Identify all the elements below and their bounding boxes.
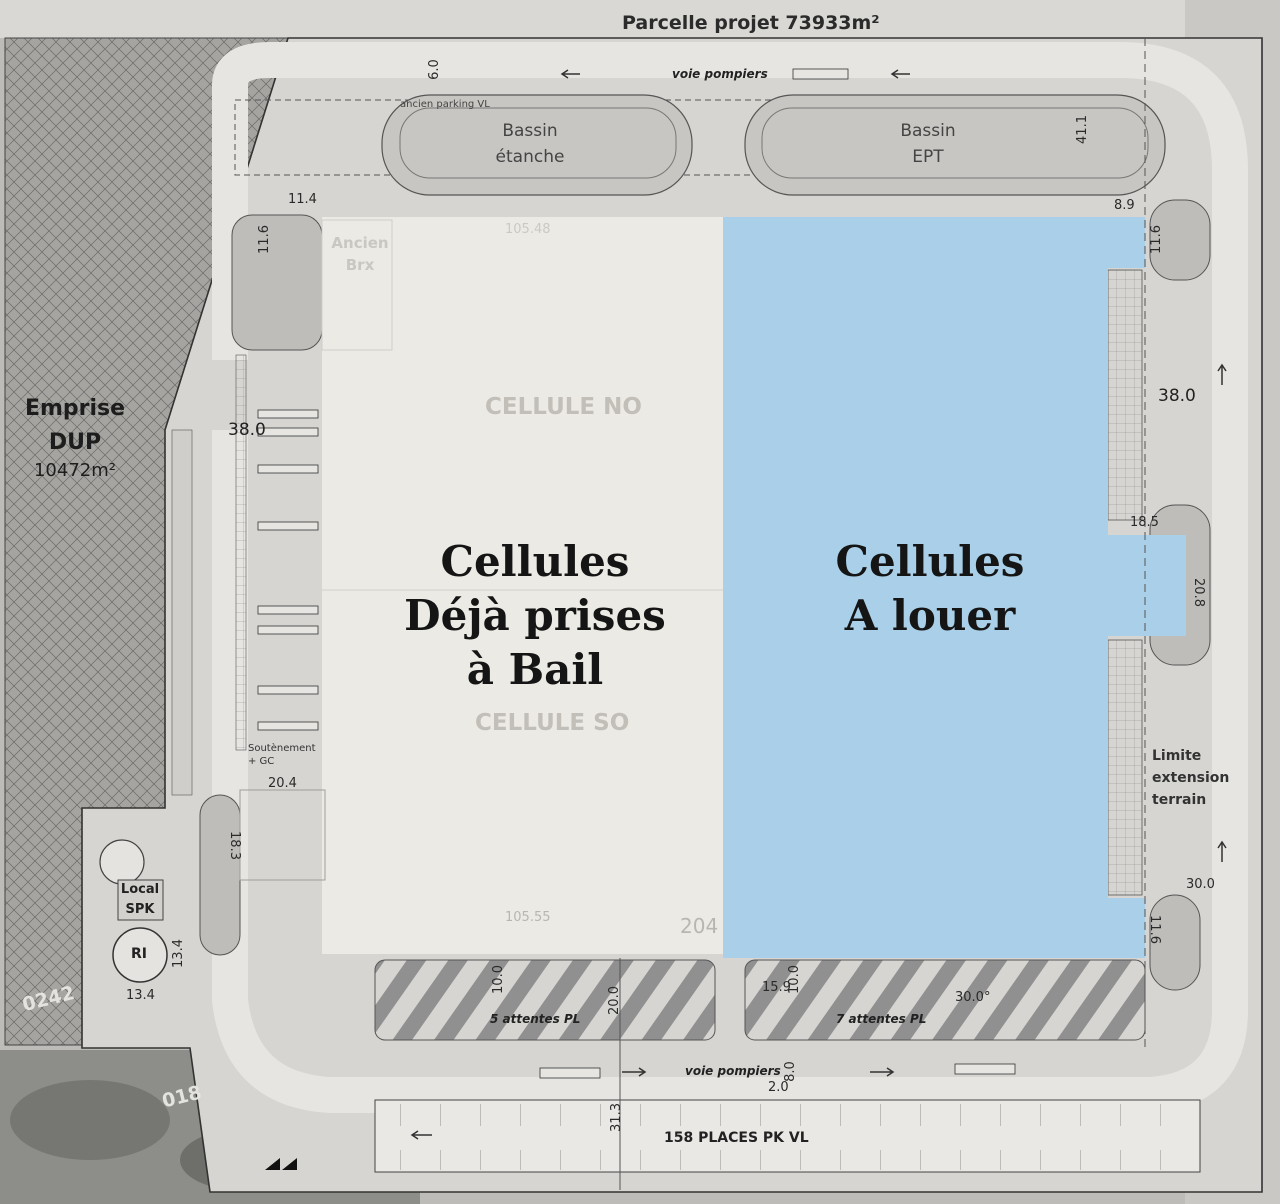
ancien-brx-line2: Brx <box>345 256 375 274</box>
dim-20-4: 20.4 <box>268 776 297 791</box>
cells-leased <box>322 217 723 954</box>
dim-6-0: 6.0 <box>426 59 442 80</box>
dim-105-48: 105.48 <box>505 222 551 237</box>
dim-15-9: 15.9 <box>762 980 791 995</box>
parking-label: 158 PLACES PK VL <box>664 1130 809 1146</box>
basin-ept-line2: EPT <box>912 147 944 167</box>
cells-to-rent <box>723 217 1186 958</box>
dim-31-3: 31.3 <box>608 1103 624 1132</box>
cells-leased-line2: Déjà prises <box>404 591 666 640</box>
basin-etanche-line1: Bassin <box>502 121 558 141</box>
retaining-wall-line1: Soutènement <box>248 743 316 754</box>
basin-ept <box>744 94 1166 196</box>
dim-38-0-left: 38.0 <box>228 420 266 440</box>
limit-extension-line3: terrain <box>1152 792 1207 808</box>
dim-2-0: 2.0 <box>768 1080 789 1095</box>
ri-tank <box>112 927 168 983</box>
dim-10-0b: 10.0 <box>786 965 802 994</box>
ancien-brx-line1: Ancien <box>331 234 389 252</box>
dim-20-8: 20.8 <box>1190 578 1206 607</box>
dim-30-0: 30.0 <box>1186 877 1215 892</box>
local-spk-label: Local SPK <box>110 880 170 920</box>
basin-etanche <box>381 94 693 196</box>
dim-11-4: 11.4 <box>288 192 317 207</box>
ancien-brx-label: Ancien Brx <box>330 232 390 276</box>
dim-41-1: 41.1 <box>1074 115 1090 144</box>
cells-leased-line3: à Bail <box>466 645 604 694</box>
dim-105-55: 105.55 <box>505 910 551 925</box>
dim-8-0: 8.0 <box>782 1061 798 1082</box>
dim-30-deg: 30.0° <box>955 990 991 1005</box>
cell-no-ghost: CELLULE NO <box>485 394 642 420</box>
dup-area: 10472m² <box>33 460 116 481</box>
dim-18-3: 18.3 <box>226 831 242 860</box>
dup-title-line2: DUP <box>48 430 102 455</box>
truck-waits-left: 5 attentes PL <box>490 1012 581 1026</box>
cells-to-rent-label: Cellules A louer <box>780 535 1080 643</box>
local-spk-line2: SPK <box>125 902 155 917</box>
old-parking-label: ancien parking VL <box>400 99 490 110</box>
dim-13-4b: 13.4 <box>126 988 155 1003</box>
cells-leased-line1: Cellules <box>440 537 630 586</box>
basin-etanche-line2: étanche <box>495 147 565 167</box>
dim-11-6a: 11.6 <box>256 225 272 254</box>
truck-waits-right: 7 attentes PL <box>836 1012 927 1026</box>
dup-title-line1: Emprise <box>24 396 126 421</box>
cell-so-ghost: CELLULE SO <box>475 710 630 736</box>
dim-11-6c: 11.6 <box>1146 915 1162 944</box>
dim-10-0a: 10.0 <box>490 965 506 994</box>
parcel-title: Parcelle projet 73933m² <box>622 12 880 34</box>
dim-20-0: 20.0 <box>606 986 622 1015</box>
local-spk-line1: Local <box>120 882 160 897</box>
limit-extension-line2: extension <box>1152 770 1230 786</box>
cells-leased-label: Cellules Déjà prises à Bail <box>380 535 690 697</box>
dim-38-0-right: 38.0 <box>1158 386 1196 406</box>
basin-ept-line1: Bassin <box>900 121 956 141</box>
retaining-wall-label: Soutènement + GC <box>248 742 316 768</box>
dim-8-9: 8.9 <box>1114 198 1135 213</box>
limit-extension-line1: Limite <box>1152 748 1202 764</box>
limit-extension-label: Limite extension terrain <box>1152 745 1229 811</box>
dim-18-5: 18.5 <box>1130 515 1159 530</box>
retaining-wall-line2: + GC <box>248 756 275 767</box>
dim-11-6b: 11.6 <box>1148 225 1164 254</box>
dim-204: 204 <box>680 914 719 938</box>
fire-lane-top: voie pompiers <box>672 67 768 81</box>
cells-to-rent-line1: Cellules <box>835 537 1025 586</box>
dup-label: Emprise DUP 10472m² <box>20 392 130 481</box>
cells-to-rent-line2: A louer <box>844 591 1016 640</box>
basin-ept-label: Bassin EPT <box>868 118 988 170</box>
dim-13-4a: 13.4 <box>170 939 186 968</box>
fire-lane-bottom: voie pompiers <box>685 1064 781 1078</box>
basin-etanche-label: Bassin étanche <box>470 118 590 170</box>
ri-label: RI <box>131 946 147 962</box>
